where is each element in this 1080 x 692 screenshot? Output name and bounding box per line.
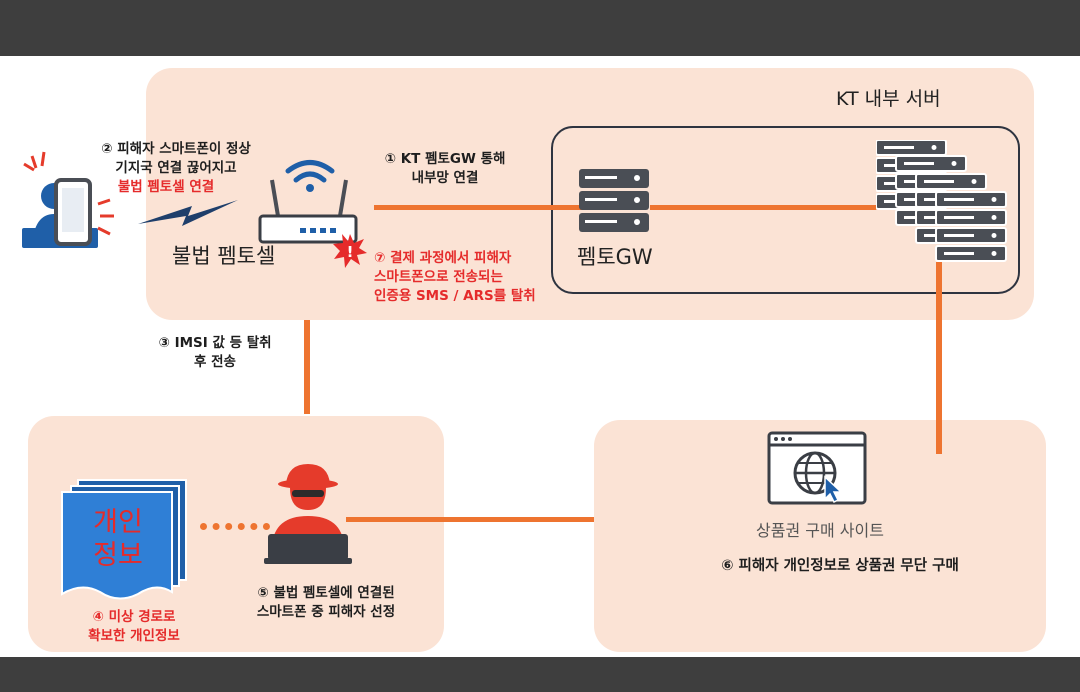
step2-line1: ② 피해자 스마트폰이 정상 <box>101 141 251 157</box>
femtocell-label: 불법 펨토셀 <box>172 244 276 268</box>
link-gw-to-servers <box>650 205 894 210</box>
step1-line2: 내부망 연결 <box>411 170 479 186</box>
step7-line3: 인증용 SMS / ARS를 탈취 <box>374 288 536 304</box>
kt-server-title: KT 내부 서버 <box>836 88 941 110</box>
victim-phone-icon <box>22 151 114 248</box>
warning-icon: ! <box>333 234 367 268</box>
svg-text:!: ! <box>347 243 354 261</box>
link-femtocell-to-attacker <box>304 320 310 414</box>
browser-globe-icon <box>767 431 867 505</box>
bottom-frame-bar <box>0 657 1080 692</box>
step7-line2: 스마트폰으로 전송되는 <box>374 269 503 285</box>
link-femtocell-to-gw <box>374 205 586 210</box>
site-label: 상품권 구매 사이트 <box>756 521 884 540</box>
personal-info-doc-line1: 개인 <box>93 507 143 538</box>
femto-gw-label: 펨토GW <box>577 245 653 269</box>
link-info-to-attacker <box>200 523 270 530</box>
personal-info-document-icon <box>61 479 187 600</box>
step4-line1: ④ 미상 경로로 <box>92 609 176 625</box>
step1-line1: ① KT 펨토GW 통해 <box>384 151 506 167</box>
step5-line2: 스마트폰 중 피해자 선정 <box>256 604 396 620</box>
link-attacker-to-site <box>346 517 594 522</box>
step4-line2: 확보한 개인정보 <box>88 628 180 644</box>
femto-gw-server-icon <box>579 169 649 232</box>
step7-line1: ⑦ 결제 과정에서 피해자 <box>374 250 512 266</box>
wifi-router-icon <box>258 160 358 244</box>
step3-line2: 후 전송 <box>194 354 236 370</box>
step5-line1: ⑤ 불법 펨토셀에 연결된 <box>257 585 395 601</box>
hacker-icon <box>264 464 352 564</box>
kt-internal-server-box <box>551 126 1020 294</box>
top-frame-bar <box>0 0 1080 56</box>
lightning-icon <box>138 200 238 226</box>
server-cluster-icon <box>876 140 1007 262</box>
step2-line2: 기지국 연결 끊어지고 <box>115 160 237 176</box>
step2-highlight: 불법 펨토셀 연결 <box>117 179 215 195</box>
link-servers-to-site <box>936 262 942 454</box>
step3-line1: ③ IMSI 값 등 탈취 <box>158 335 272 351</box>
personal-info-doc-line2: 정보 <box>93 540 143 571</box>
step6-label: ⑥ 피해자 개인정보로 상품권 무단 구매 <box>721 558 959 574</box>
